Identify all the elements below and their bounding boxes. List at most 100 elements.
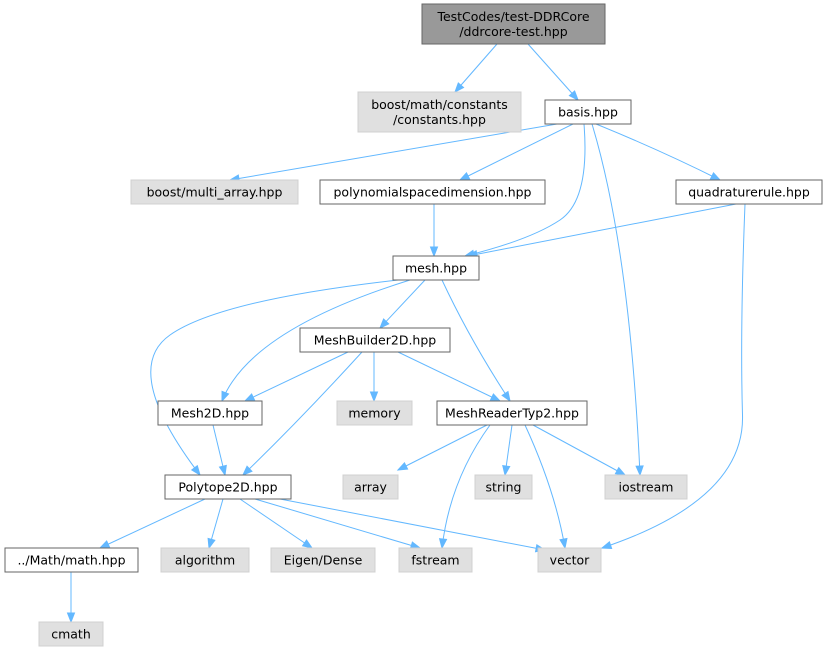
- node-root: TestCodes/test-DDRCore/ddrcore-test.hpp: [421, 3, 606, 45]
- edge-line: [221, 279, 411, 402]
- edge-polytope-to-fstream: [254, 498, 422, 550]
- arrow-head-icon: [709, 171, 722, 181]
- edge-line: [524, 424, 566, 549]
- node-mathhpp[interactable]: ../Math/math.hpp: [4, 547, 139, 573]
- node-fstream: fstream: [398, 547, 473, 573]
- edge-polyspacedim-to-mesh: [429, 204, 439, 258]
- arrow-head-icon: [501, 390, 511, 403]
- arrow-head-icon: [207, 537, 216, 550]
- edge-line: [379, 279, 426, 329]
- node-polyspacedim[interactable]: polynomialspacedimension.hpp: [319, 179, 546, 205]
- node-box: [299, 327, 451, 353]
- edge-line: [454, 43, 498, 93]
- node-meshreader[interactable]: MeshReaderTyp2.hpp: [436, 400, 588, 426]
- edge-meshreader-to-fstream: [438, 424, 491, 550]
- edge-line: [532, 424, 626, 476]
- node-polytope[interactable]: Polytope2D.hpp: [164, 474, 292, 500]
- node-label: MeshBuilder2D.hpp: [314, 333, 437, 348]
- node-box: [319, 179, 546, 205]
- node-quadrule[interactable]: quadraturerule.hpp: [675, 179, 823, 205]
- node-label: algorithm: [175, 553, 235, 568]
- node-label: polynomialspacedimension.hpp: [334, 185, 532, 200]
- node-mesh[interactable]: mesh.hpp: [392, 255, 480, 281]
- node-label: boost/math/constants: [371, 97, 508, 112]
- edge-mathhpp-to-cmath: [66, 572, 76, 624]
- node-label: MeshReaderTyp2.hpp: [445, 406, 579, 421]
- node-box: [4, 547, 139, 573]
- edge-mesh-to-meshreader: [441, 279, 511, 403]
- arrow-head-icon: [218, 464, 227, 477]
- node-label: string: [486, 480, 522, 495]
- edge-root-to-basis: [527, 43, 579, 102]
- arrow-head-icon: [438, 538, 448, 550]
- node-boost_constants: boost/math/constants/constants.hpp: [357, 91, 522, 133]
- node-box: [38, 621, 104, 647]
- node-label: fstream: [411, 553, 459, 568]
- node-label: array: [354, 480, 387, 495]
- node-box: [544, 99, 632, 125]
- node-meshbuilder[interactable]: MeshBuilder2D.hpp: [299, 327, 451, 353]
- edge-line: [595, 123, 721, 181]
- node-label: cmath: [51, 627, 91, 642]
- arrow-head-icon: [242, 465, 253, 476]
- node-label: TestCodes/test-DDRCore: [436, 9, 589, 24]
- node-multi_array: boost/multi_array.hpp: [130, 179, 299, 205]
- edge-polytope-to-eigen: [239, 498, 314, 549]
- edge-root-to-boost_constants: [454, 43, 498, 94]
- node-label: quadraturerule.hpp: [688, 185, 810, 200]
- arrow-head-icon: [301, 539, 314, 549]
- arrow-head-icon: [600, 540, 613, 549]
- arrow-head-icon: [489, 393, 502, 402]
- arrow-head-icon: [396, 461, 409, 471]
- edge-polytope-to-mathhpp: [98, 498, 206, 549]
- edges-layer: [66, 43, 746, 624]
- node-vector: vector: [537, 547, 602, 573]
- edge-meshreader-to-string: [502, 424, 513, 477]
- node-mesh2d[interactable]: Mesh2D.hpp: [157, 400, 263, 426]
- arrow-head-icon: [98, 540, 111, 549]
- arrow-head-icon: [454, 82, 465, 94]
- edge-line: [279, 498, 546, 551]
- edge-meshreader-to-vector: [524, 424, 568, 550]
- arrow-head-icon: [559, 537, 568, 550]
- nodes-layer: TestCodes/test-DDRCore/ddrcore-test.hpp b…: [4, 3, 823, 647]
- node-basis[interactable]: basis.hpp: [544, 99, 632, 125]
- node-box: [342, 474, 399, 500]
- edge-line: [441, 424, 491, 549]
- arrow-head-icon: [458, 171, 471, 181]
- node-box: [675, 179, 823, 205]
- node-algorithm: algorithm: [160, 547, 250, 573]
- edge-line: [591, 123, 641, 476]
- node-cmath: cmath: [38, 621, 104, 647]
- arrow-head-icon: [243, 393, 256, 402]
- node-iostream: iostream: [604, 474, 688, 500]
- edge-line: [464, 123, 586, 257]
- arrow-head-icon: [429, 246, 439, 258]
- edge-line: [397, 351, 501, 402]
- edge-line: [150, 279, 399, 476]
- arrow-head-icon: [635, 465, 644, 477]
- edge-line: [397, 424, 488, 471]
- node-box: [474, 474, 533, 500]
- edge-mesh-to-meshbuilder: [379, 279, 426, 330]
- edge-line: [99, 498, 206, 549]
- node-label: Mesh2D.hpp: [171, 406, 249, 421]
- node-label: Polytope2D.hpp: [178, 480, 277, 495]
- node-array: array: [342, 474, 399, 500]
- arrow-head-icon: [369, 391, 379, 403]
- edge-line: [242, 351, 363, 476]
- node-label: ../Math/math.hpp: [17, 553, 125, 568]
- node-string: string: [474, 474, 533, 500]
- arrow-head-icon: [614, 466, 627, 476]
- arrow-head-icon: [221, 390, 230, 403]
- node-box: [270, 547, 376, 573]
- edge-line: [229, 123, 558, 181]
- edge-basis-to-iostream: [591, 123, 644, 477]
- node-label: iostream: [619, 480, 674, 495]
- node-label: memory: [348, 406, 401, 421]
- edge-basis-to-multi_array: [228, 123, 558, 183]
- node-box: [604, 474, 688, 500]
- node-label: Eigen/Dense: [284, 553, 363, 568]
- edge-mesh-to-mesh2d: [221, 279, 411, 403]
- edge-meshbuilder-to-meshreader: [397, 351, 502, 402]
